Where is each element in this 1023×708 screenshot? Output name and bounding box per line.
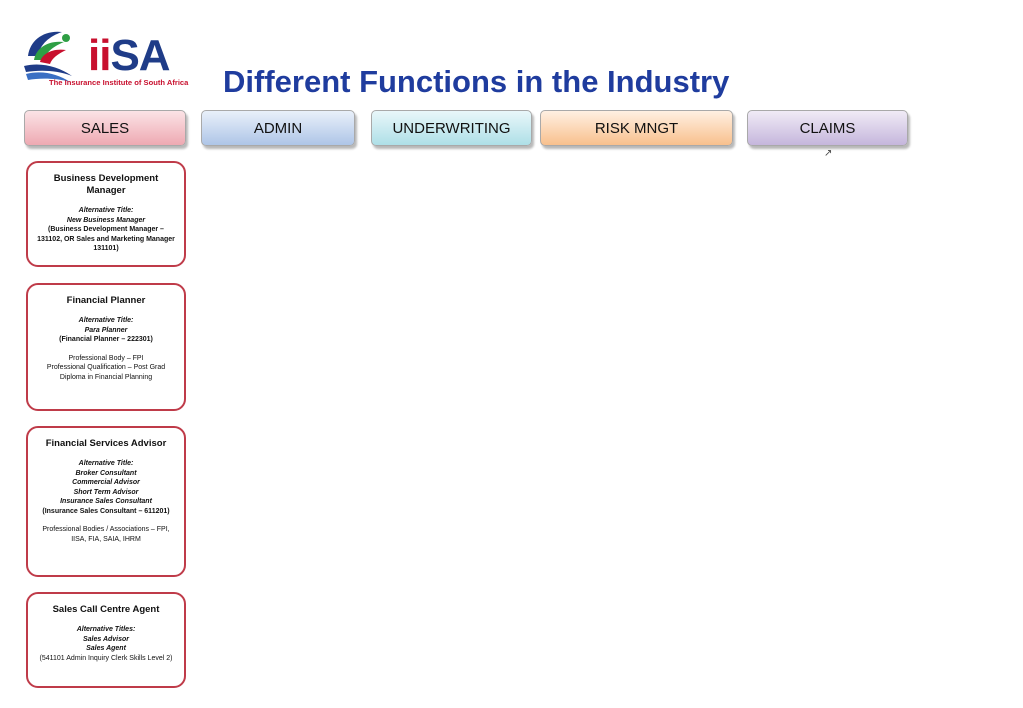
tab-underwriting-label: UNDERWRITING (392, 119, 511, 137)
mouse-cursor-icon: ↗ (824, 148, 833, 159)
card-financial-services-advisor[interactable]: Financial Services Advisor Alternative T… (26, 426, 186, 577)
alt-title-item: Sales Advisor (82, 635, 130, 643)
tab-sales-label: SALES (80, 119, 130, 137)
card-title: Sales Call Centre Agent (52, 604, 160, 615)
alt-title-label: Alternative Title: (78, 317, 134, 324)
alt-title-label: Alternative Title: (78, 460, 134, 467)
alt-title-item: Broker Consultant (75, 469, 137, 477)
page-title: Different Functions in the Industry (223, 64, 730, 99)
card-title: Business Development Manager (53, 173, 159, 196)
iisa-swirl-icon (24, 31, 72, 82)
occupation-code: (Financial Planner – 222301) (59, 336, 153, 343)
professional-body: Professional Body – FPI (68, 354, 144, 362)
tab-underwriting[interactable]: UNDERWRITING (371, 110, 532, 146)
occupation-code: (Business Development Manager – 131102, … (37, 226, 175, 252)
occupation-code: (541101 Admin Inquiry Clerk Skills Level… (39, 654, 173, 662)
card-business-development-manager[interactable]: Business Development Manager Alternative… (26, 161, 186, 267)
logo-wordmark: iiSA (88, 31, 171, 80)
alt-title-label: Alternative Title: (78, 207, 134, 214)
alt-title-item: Sales Agent (86, 645, 126, 652)
alt-title-label: Alternative Titles: (76, 626, 136, 633)
tab-admin[interactable]: ADMIN (201, 110, 355, 146)
card-title: Financial Planner (66, 295, 146, 306)
professional-bodies: Professional Bodies / Associations – FPI… (42, 526, 170, 543)
tab-sales[interactable]: SALES (24, 110, 186, 146)
logo-tagline: The Insurance Institute of South Africa (49, 78, 189, 87)
tab-risk-mngt-label: RISK MNGT (594, 119, 679, 137)
alt-title-item: Insurance Sales Consultant (60, 498, 152, 505)
tab-admin-label: ADMIN (253, 119, 303, 137)
card-title: Financial Services Advisor (45, 438, 167, 449)
card-sales-call-centre-agent[interactable]: Sales Call Centre Agent Alternative Titl… (26, 592, 186, 688)
alt-title-item: Para Planner (84, 326, 128, 334)
occupation-code: (Insurance Sales Consultant – 611201) (42, 507, 170, 515)
alt-title-item: Short Term Advisor (73, 488, 139, 496)
card-financial-planner[interactable]: Financial Planner Alternative Title: Par… (26, 283, 186, 411)
iisa-logo: iiSA The Insurance Institute of South Af… (22, 26, 204, 90)
alt-title-item: New Business Manager (66, 216, 146, 224)
tab-claims[interactable]: CLAIMS (747, 110, 908, 146)
professional-qualification: Professional Qualification – Post Grad D… (46, 364, 166, 381)
alt-title-item: Commercial Advisor (72, 479, 140, 486)
professional-info: Professional Body – FPI Professional Qua… (36, 354, 176, 383)
tab-claims-label: CLAIMS (799, 119, 856, 137)
tab-risk-mngt[interactable]: RISK MNGT (540, 110, 733, 146)
